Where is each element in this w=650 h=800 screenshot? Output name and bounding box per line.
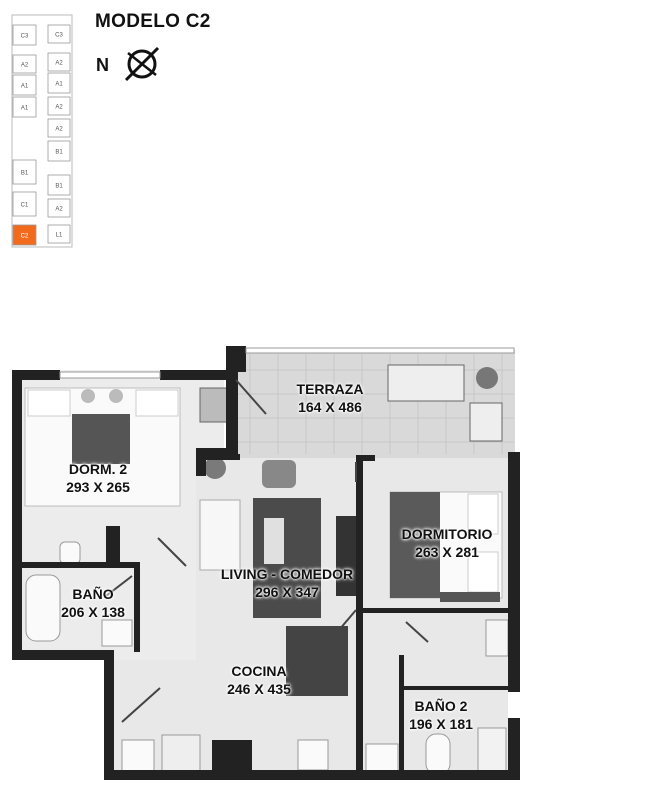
keyplan-right-7-cell bbox=[47, 198, 71, 218]
keyplan-right-1-label: A2 bbox=[55, 61, 63, 67]
compass-icon bbox=[124, 46, 160, 82]
north-label: N bbox=[96, 55, 109, 75]
keyplan-right-4-cell bbox=[47, 118, 71, 138]
fridge bbox=[121, 739, 155, 773]
keyplan-right-5-label: B1 bbox=[55, 150, 63, 156]
keyplan-right-3-label: A2 bbox=[55, 105, 63, 111]
keyplan-right-8-label: L1 bbox=[56, 233, 63, 239]
keyplan-right-7-label: A2 bbox=[55, 207, 63, 213]
keyplan-left-4-label: B1 bbox=[21, 171, 29, 177]
bathtub bbox=[25, 574, 61, 642]
doors bbox=[105, 379, 429, 723]
keyplan-right-0-cell bbox=[47, 24, 71, 44]
window-terrace bbox=[245, 347, 515, 354]
keyplan-outline bbox=[11, 14, 73, 248]
keyplan-left-3-cell bbox=[12, 96, 37, 118]
keyplan-left-1-label: A2 bbox=[21, 63, 29, 69]
keyplan-right-4-label: A2 bbox=[55, 127, 63, 133]
keyplan-left-0-label: C3 bbox=[21, 34, 29, 40]
dining-table bbox=[286, 626, 348, 696]
living-furniture bbox=[199, 457, 356, 618]
keyplan-left-5-cell bbox=[12, 191, 37, 217]
bed-dormitorio bbox=[389, 491, 503, 602]
keyplan-right-5-cell bbox=[47, 140, 71, 162]
sink-bano2 bbox=[365, 743, 399, 775]
terrace-floor bbox=[235, 350, 515, 458]
keyplan-right-1-cell bbox=[47, 52, 71, 72]
floor-plan bbox=[12, 346, 520, 780]
keyplan-left-4-cell bbox=[12, 159, 37, 185]
keyplan-right-8-cell bbox=[47, 224, 71, 244]
keyplan-left-3-label: A1 bbox=[21, 106, 29, 112]
sink-bano bbox=[101, 619, 133, 647]
keyplan-left-0-cell bbox=[12, 24, 37, 46]
keyplan-left-5-label: C1 bbox=[21, 203, 29, 209]
oven bbox=[161, 734, 201, 773]
keyplan-left-2-cell bbox=[12, 74, 37, 96]
cooktop bbox=[212, 740, 252, 772]
keyplan-left-2-label: A1 bbox=[21, 84, 29, 90]
bed-dorm2 bbox=[24, 387, 181, 507]
closet-bano2 bbox=[485, 619, 509, 657]
keyplan-right-2-cell bbox=[47, 72, 71, 94]
toilet-bano2 bbox=[425, 733, 451, 775]
keyplan-left-1-cell bbox=[12, 54, 37, 74]
keyplan-right-0-label: C3 bbox=[55, 33, 63, 39]
keyplan-right-3-cell bbox=[47, 96, 71, 116]
model-title: MODELO C2 bbox=[95, 11, 211, 32]
toilet-bano bbox=[59, 541, 81, 565]
keyplan-left-6-label: C2 bbox=[21, 234, 29, 240]
keyplan-right-2-label: A1 bbox=[55, 82, 63, 88]
walls bbox=[12, 346, 520, 780]
window-dorm2 bbox=[59, 371, 161, 379]
keyplan-left-6-cell bbox=[12, 224, 37, 246]
kitchen-sink bbox=[297, 739, 329, 771]
shower bbox=[477, 727, 507, 775]
keyplan-right-6-label: B1 bbox=[55, 184, 63, 190]
keyplan-right-6-cell bbox=[47, 174, 71, 196]
